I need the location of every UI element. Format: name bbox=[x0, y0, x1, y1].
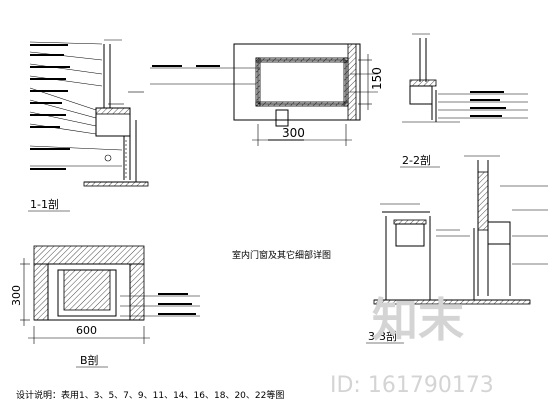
leader-notes-left bbox=[29, 41, 123, 170]
dim-300-b: 300 bbox=[10, 285, 23, 306]
title-2-2: 2-2剖 bbox=[402, 153, 431, 167]
main-title: 室内门窗及其它细部详图 bbox=[232, 249, 331, 261]
detail-b: 300 600 B剖 bbox=[10, 245, 200, 368]
detail-top-plan: 300 150 bbox=[150, 43, 384, 146]
title-3-3: 3-3剖 bbox=[368, 329, 397, 343]
design-note: 设计说明：表用1、3、5、7、9、11、14、16、18、20、22等图 bbox=[16, 389, 284, 401]
watermark-id: ID: 161790173 bbox=[330, 373, 494, 398]
title-b: B剖 bbox=[80, 353, 99, 367]
dim-150: 150 bbox=[370, 67, 384, 90]
detail-1-1: 1-1剖 bbox=[28, 39, 149, 212]
detail-3-3: 3-3剖 bbox=[366, 155, 548, 344]
dim-600: 600 bbox=[76, 324, 97, 337]
watermark-brand: 知末 bbox=[372, 293, 464, 347]
title-1-1: 1-1剖 bbox=[30, 197, 59, 211]
dim-300-top: 300 bbox=[282, 126, 305, 140]
detail-2-2: 2-2剖 bbox=[400, 33, 528, 168]
